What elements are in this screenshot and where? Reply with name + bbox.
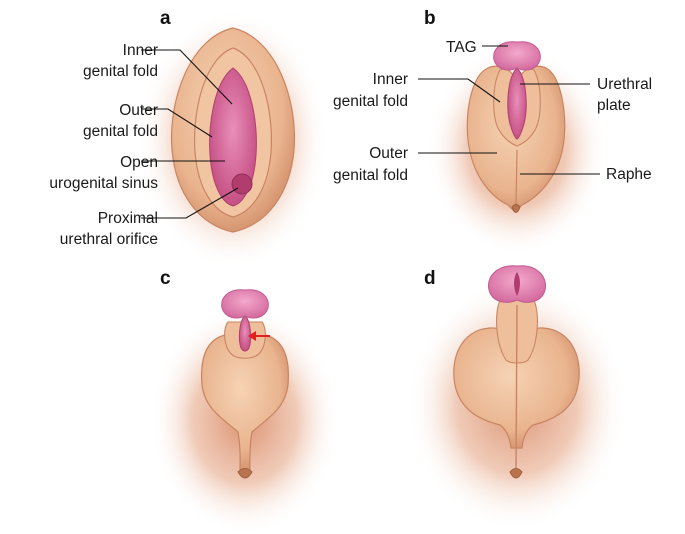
- panel-c-anus: [237, 468, 253, 479]
- panel-a: a Inner genital fold Outer genital fold …: [49, 8, 328, 270]
- label-b-inner-fold-2: genital fold: [333, 93, 408, 110]
- leader-a-inner-fold: [141, 49, 233, 105]
- panel-c-letter: c: [160, 268, 171, 289]
- panel-c: c: [150, 268, 340, 534]
- label-b-tag: TAG: [446, 39, 477, 56]
- panel-d-anus: [509, 468, 523, 479]
- panel-c-arrow-head: [248, 331, 256, 341]
- leader-a-orifice: [141, 187, 239, 219]
- panel-a-open-urogenital-sinus: [209, 67, 257, 207]
- panel-d-raphe: [515, 304, 518, 471]
- panel-a-proximal-urethral-orifice: [231, 173, 253, 195]
- leader-b-inner-fold: [418, 78, 501, 103]
- label-b-raphe: Raphe: [606, 166, 652, 183]
- panel-b-raphe: [515, 149, 518, 206]
- panel-c-urethral-groove: [238, 314, 252, 352]
- panel-d: d: [407, 265, 627, 530]
- panel-b-anus: [511, 204, 521, 213]
- panel-b-urethral-plate: [507, 67, 527, 140]
- label-a-sinus-2: urogenital sinus: [49, 175, 158, 192]
- panel-b: b TAG Inner genital fold Outer genital f…: [333, 8, 652, 255]
- label-a-orifice-1: Proximal: [98, 210, 158, 227]
- label-b-inner-fold-1: Inner: [373, 71, 408, 88]
- panel-c-glans: [221, 289, 269, 319]
- label-b-urethral-plate-1: Urethral: [597, 76, 652, 93]
- panel-b-tag: [493, 41, 541, 71]
- label-a-inner-fold-1: Inner: [123, 42, 158, 59]
- label-a-outer-fold-1: Outer: [119, 102, 158, 119]
- panel-a-letter: a: [160, 8, 171, 29]
- panel-d-letter: d: [424, 268, 436, 289]
- label-a-orifice-2: urethral orifice: [60, 231, 158, 248]
- label-b-urethral-plate-2: plate: [597, 97, 631, 114]
- label-a-sinus-1: Open: [120, 154, 158, 171]
- panel-b-letter: b: [424, 8, 436, 29]
- label-b-outer-fold-2: genital fold: [333, 167, 408, 184]
- panel-d-urethral-meatus: [514, 272, 520, 296]
- label-a-outer-fold-2: genital fold: [83, 123, 158, 140]
- leader-a-outer-fold: [141, 108, 213, 138]
- label-a-inner-fold-2: genital fold: [83, 63, 158, 80]
- label-b-outer-fold-1: Outer: [369, 145, 408, 162]
